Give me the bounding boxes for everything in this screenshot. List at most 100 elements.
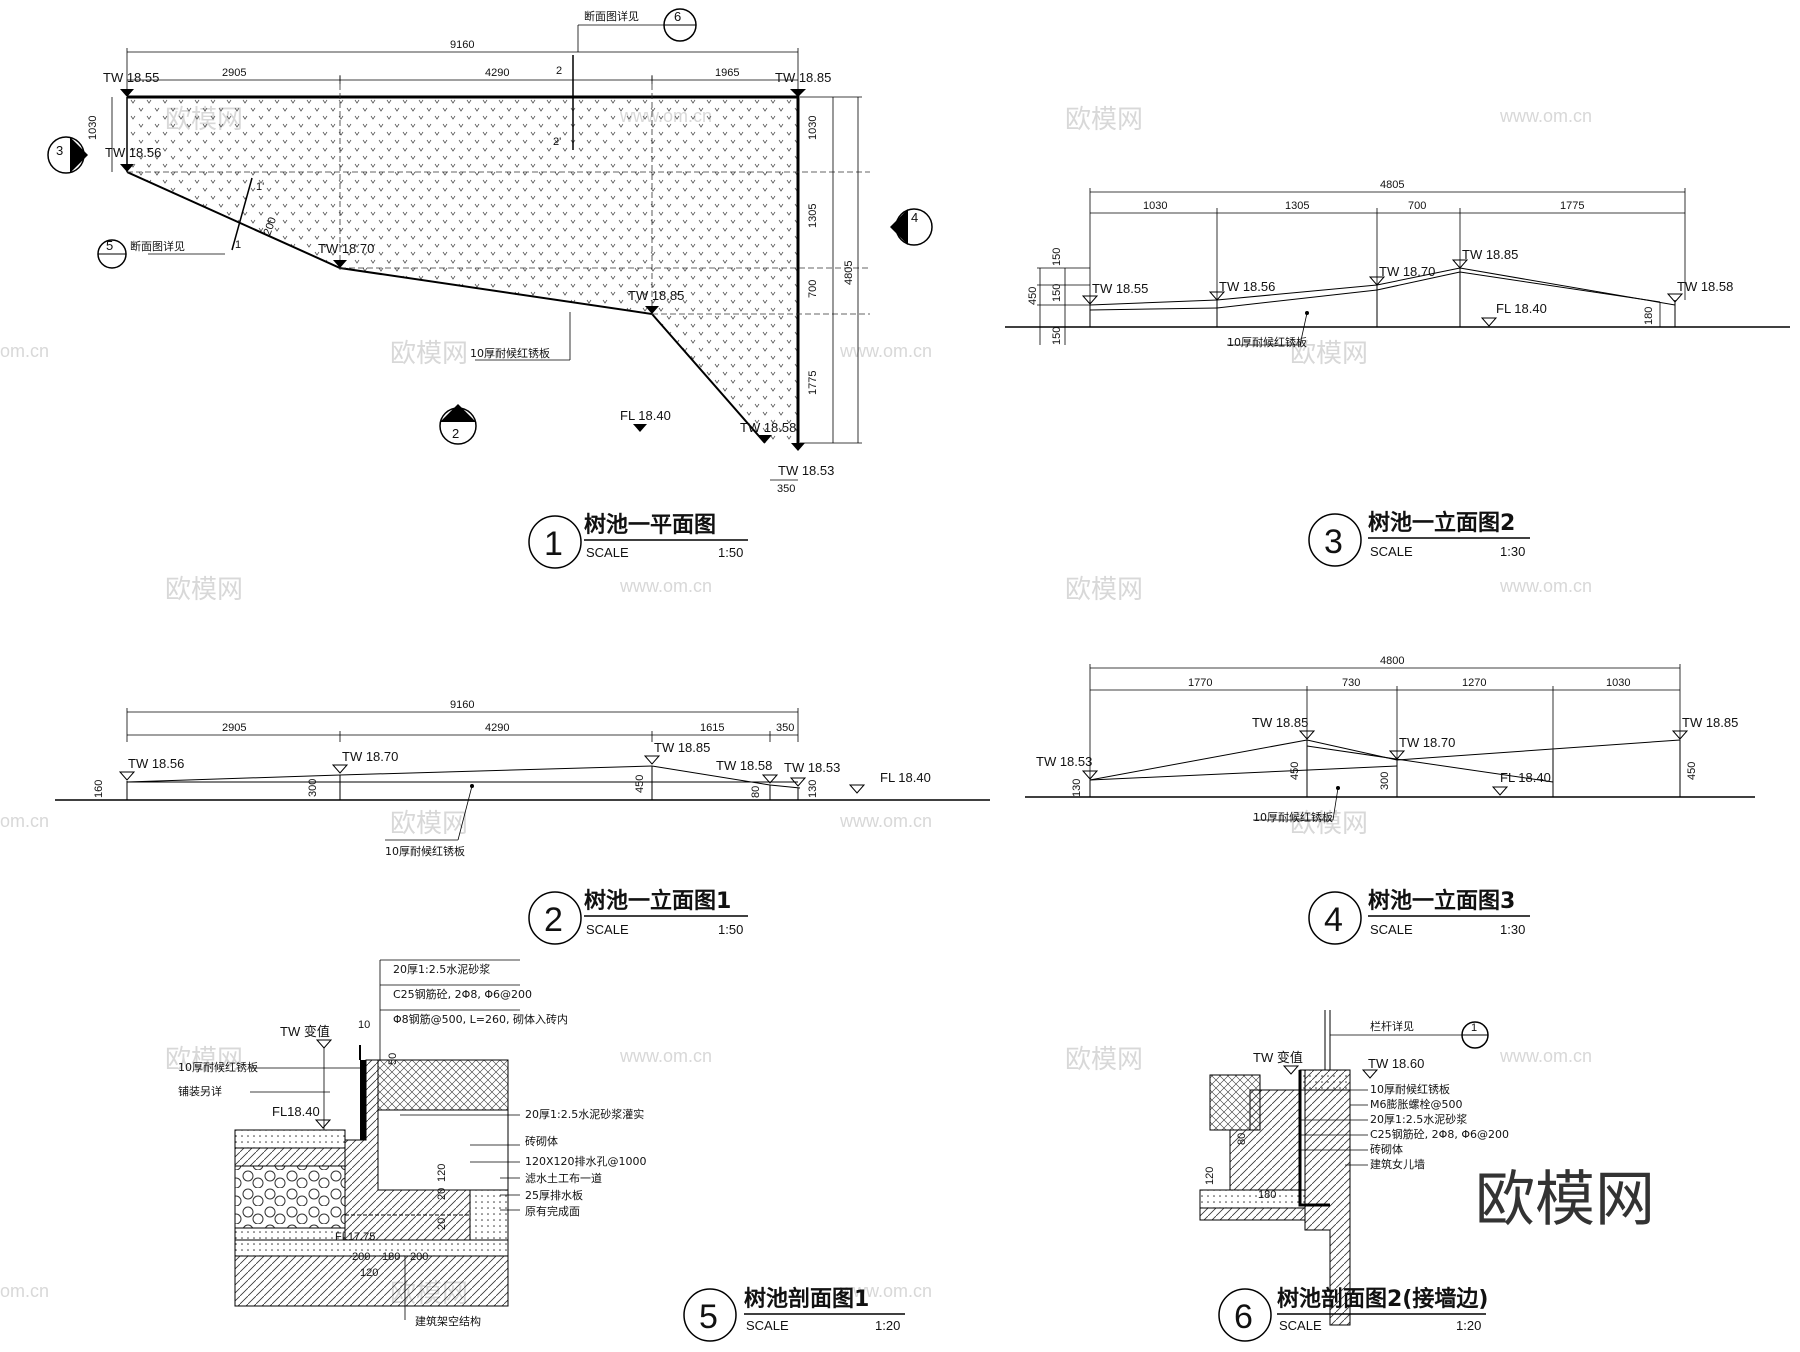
plan-dim-left: 1030 bbox=[87, 116, 99, 140]
sec1-note-right: 原有完成面 bbox=[525, 1204, 580, 1218]
section-2-view: 栏杆详见 1 TW 变值 TW 18.60 10厚耐候红锈板 M6膨胀螺栓@50… bbox=[1199, 1010, 1509, 1326]
sec1-note-bottom: 建筑架空结构 bbox=[415, 1314, 481, 1328]
elev2-right-dim: 180 bbox=[1643, 307, 1655, 325]
sec2-dim: 120 bbox=[1204, 1167, 1216, 1185]
watermark-url: om.cn bbox=[0, 341, 49, 361]
watermark-cn: 欧模网 bbox=[1065, 1045, 1143, 1075]
view-title: 树池一平面图 bbox=[584, 512, 716, 538]
plan-dim-total: 9160 bbox=[450, 39, 474, 51]
plan-dim-right: 1775 bbox=[807, 371, 819, 395]
watermark-url: www.om.cn bbox=[1499, 576, 1592, 596]
sec2-tw2: TW 18.60 bbox=[1368, 1056, 1424, 1071]
elev3-level: TW 18.70 bbox=[1399, 735, 1455, 750]
plan-dim-bottom: 350 bbox=[777, 483, 795, 495]
sec2-note: 10厚耐候红锈板 bbox=[1370, 1082, 1450, 1096]
plan-level: TW 18.85 bbox=[628, 288, 684, 303]
elev2-dim: 1305 bbox=[1285, 200, 1309, 212]
watermark-url: www.om.cn bbox=[839, 1281, 932, 1301]
sec1-fl2: FL17.75 bbox=[335, 1231, 375, 1243]
sec2-note: 20厚1:2.5水泥砂浆 bbox=[1370, 1112, 1467, 1126]
plan-fl: FL 18.40 bbox=[620, 408, 671, 423]
watermark-cn: 欧模网 bbox=[165, 575, 243, 605]
sec1-note-right: 滤水土工布一道 bbox=[525, 1171, 602, 1185]
elev3-dim: 1770 bbox=[1188, 677, 1212, 689]
sec1-dim: 20 bbox=[436, 1218, 448, 1230]
elev1-height: 300 bbox=[307, 779, 319, 797]
sec2-note: 建筑女儿墙 bbox=[1370, 1157, 1425, 1171]
elev1-dim-total: 9160 bbox=[450, 699, 474, 711]
elev3-height: 300 bbox=[1379, 772, 1391, 790]
watermark-cn: 欧模网 bbox=[1065, 105, 1143, 135]
sec1-dim: 200 bbox=[410, 1251, 428, 1263]
plan-sec-ref-num: 5 bbox=[106, 238, 113, 253]
elev2-level: TW 18.70 bbox=[1379, 264, 1435, 279]
sec1-dim: 200 bbox=[352, 1251, 370, 1263]
elev2-level: TW 18.55 bbox=[1092, 281, 1148, 296]
elev3-height: 450 bbox=[1289, 762, 1301, 780]
elev3-fl: FL 18.40 bbox=[1500, 770, 1551, 785]
elev1-height: 80 bbox=[750, 786, 762, 798]
svg-text:3: 3 bbox=[1324, 523, 1343, 561]
elev3-dim: 730 bbox=[1342, 677, 1360, 689]
sec1-dim: 50 bbox=[387, 1053, 399, 1065]
watermark-url: www.om.cn bbox=[619, 576, 712, 596]
elev3-level: TW 18.85 bbox=[1252, 715, 1308, 730]
scale-label: SCALE bbox=[1370, 922, 1413, 937]
elevation-tag-4: 4 bbox=[890, 208, 933, 246]
watermark-cn: 欧模网 bbox=[165, 1045, 243, 1075]
plan-sec-ref-top-note: 断面图详见 bbox=[584, 9, 639, 23]
sec1-dim: 120 bbox=[436, 1164, 448, 1182]
elev2-dim: 1030 bbox=[1143, 200, 1167, 212]
sec1-note: 20厚1:2.5水泥砂浆 bbox=[393, 962, 490, 976]
plan-dim-right: 1305 bbox=[807, 204, 819, 228]
elevation-tag-2: 2 bbox=[439, 404, 477, 445]
elev1-level: TW 18.58 bbox=[716, 758, 772, 773]
title-block-2: 2 树池一立面图1 SCALE 1:50 bbox=[528, 888, 748, 945]
elevation-3-view: 4800 1770 730 1270 1030 TW 18.53 TW 18.8… bbox=[1025, 655, 1755, 824]
elev2-dim-total: 4805 bbox=[1380, 179, 1404, 191]
svg-text:2: 2 bbox=[452, 426, 459, 441]
plan-cut-label: 1 bbox=[235, 239, 241, 251]
watermark-url: www.om.cn bbox=[839, 811, 932, 831]
plan-cut-dim: 200 bbox=[262, 216, 280, 237]
plan-sec-ref-top-num: 6 bbox=[674, 9, 681, 24]
scale-label: SCALE bbox=[586, 922, 629, 937]
elevation-1-view: 9160 2905 4290 1615 350 TW 18.56 TW 18.7… bbox=[55, 699, 990, 858]
sec2-note: C25钢筋砼, 2Φ8, Φ6@200 bbox=[1370, 1127, 1509, 1141]
sec1-dim: 120 bbox=[360, 1267, 378, 1279]
plan-dim-top: 4290 bbox=[485, 67, 509, 79]
scale-value: 1:50 bbox=[718, 922, 743, 937]
elev1-dim: 350 bbox=[776, 722, 794, 734]
elev1-dim: 1615 bbox=[700, 722, 724, 734]
elev1-dim: 2905 bbox=[222, 722, 246, 734]
plan-level: TW 18.85 bbox=[775, 70, 831, 85]
elev3-level: TW 18.53 bbox=[1036, 754, 1092, 769]
sec1-note-right: 120X120排水孔@1000 bbox=[525, 1154, 647, 1168]
elev3-plate-note: 10厚耐候红锈板 bbox=[1253, 810, 1333, 824]
elev1-level: TW 18.85 bbox=[654, 740, 710, 755]
elev1-level: TW 18.56 bbox=[128, 756, 184, 771]
svg-text:4: 4 bbox=[911, 210, 918, 225]
sec1-tw: TW 变值 bbox=[280, 1024, 330, 1039]
scale-value: 1:50 bbox=[718, 545, 743, 560]
title-block-1: 1 树池一平面图 SCALE 1:50 bbox=[528, 512, 748, 569]
watermark-url: www.om.cn bbox=[1499, 106, 1592, 126]
elev1-level: TW 18.70 bbox=[342, 749, 398, 764]
elev2-dim: 700 bbox=[1408, 200, 1426, 212]
elevation-2-view: 4805 1030 1305 700 1775 150 150 450 150 … bbox=[1005, 179, 1790, 349]
scale-value: 1:20 bbox=[875, 1318, 900, 1333]
elev2-plate-note: 10厚耐候红锈板 bbox=[1227, 335, 1307, 349]
view-title: 树池一立面图3 bbox=[1368, 888, 1515, 914]
plan-level: TW 18.55 bbox=[103, 70, 159, 85]
plan-level: TW 18.56 bbox=[105, 145, 161, 160]
elev2-fl: FL 18.40 bbox=[1496, 301, 1547, 316]
elev1-height: 450 bbox=[634, 775, 646, 793]
sec1-note-right: 砖砌体 bbox=[525, 1134, 558, 1148]
sec2-dim: 80 bbox=[1236, 1133, 1248, 1145]
elev2-left-dim: 150 bbox=[1051, 284, 1063, 302]
watermark-url: om.cn bbox=[0, 1281, 49, 1301]
elev1-fl: FL 18.40 bbox=[880, 770, 931, 785]
plan-level: TW 18.53 bbox=[778, 463, 834, 478]
watermark-url: www.om.cn bbox=[619, 1046, 712, 1066]
scale-label: SCALE bbox=[1279, 1318, 1322, 1333]
